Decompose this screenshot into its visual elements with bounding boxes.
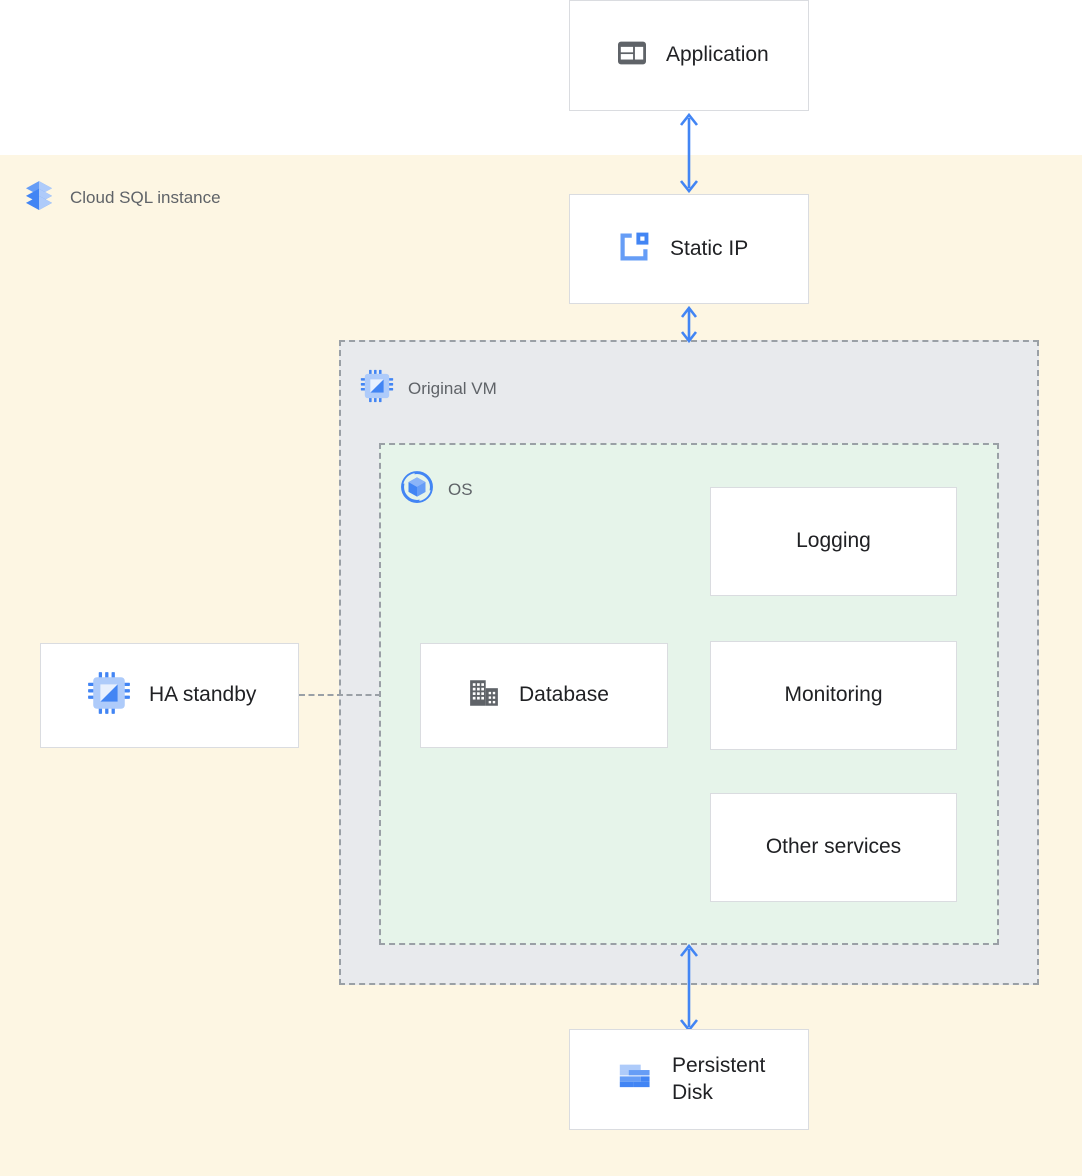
node-persistent-disk[interactable]: Persistent Disk — [569, 1029, 809, 1130]
node-logging[interactable]: Logging — [710, 487, 957, 596]
node-label: Logging — [796, 529, 871, 553]
node-ha-standby[interactable]: HA standby — [40, 643, 299, 748]
node-static-ip[interactable]: Static IP — [569, 194, 809, 304]
connector-ha-standby-to-database — [299, 694, 381, 696]
os-container-icon — [400, 470, 434, 509]
connector-os-to-persistent-disk — [679, 943, 699, 1033]
zone-label-text: OS — [448, 479, 473, 499]
node-label: Monitoring — [784, 683, 883, 707]
zone-label-os: OS — [400, 470, 473, 509]
cpu-chip-icon — [87, 671, 131, 720]
application-window-icon — [616, 37, 648, 74]
connector-application-to-static-ip — [679, 112, 699, 194]
node-other-services[interactable]: Other services — [710, 793, 957, 902]
node-label: Persistent Disk — [672, 1054, 766, 1104]
zone-label-text: Original VM — [408, 378, 497, 398]
static-ip-icon — [616, 229, 652, 270]
node-application[interactable]: Application — [569, 0, 809, 111]
node-label: Other services — [765, 835, 902, 859]
database-building-icon — [467, 676, 501, 715]
node-monitoring[interactable]: Monitoring — [710, 641, 957, 750]
node-label: Application — [666, 43, 769, 67]
zone-label-text: Cloud SQL instance — [70, 187, 221, 207]
zone-label-cloud-sql-instance: Cloud SQL instance — [22, 178, 221, 217]
node-database[interactable]: Database — [420, 643, 668, 748]
node-label: HA standby — [149, 683, 257, 707]
node-label: Static IP — [670, 236, 749, 260]
connector-static-ip-to-original-vm — [680, 305, 698, 344]
cpu-chip-icon — [360, 369, 394, 408]
zone-label-original-vm: Original VM — [360, 369, 497, 408]
persistent-disk-icon — [616, 1058, 654, 1101]
node-label: Database — [519, 683, 609, 707]
cloud-sql-icon — [22, 178, 56, 217]
